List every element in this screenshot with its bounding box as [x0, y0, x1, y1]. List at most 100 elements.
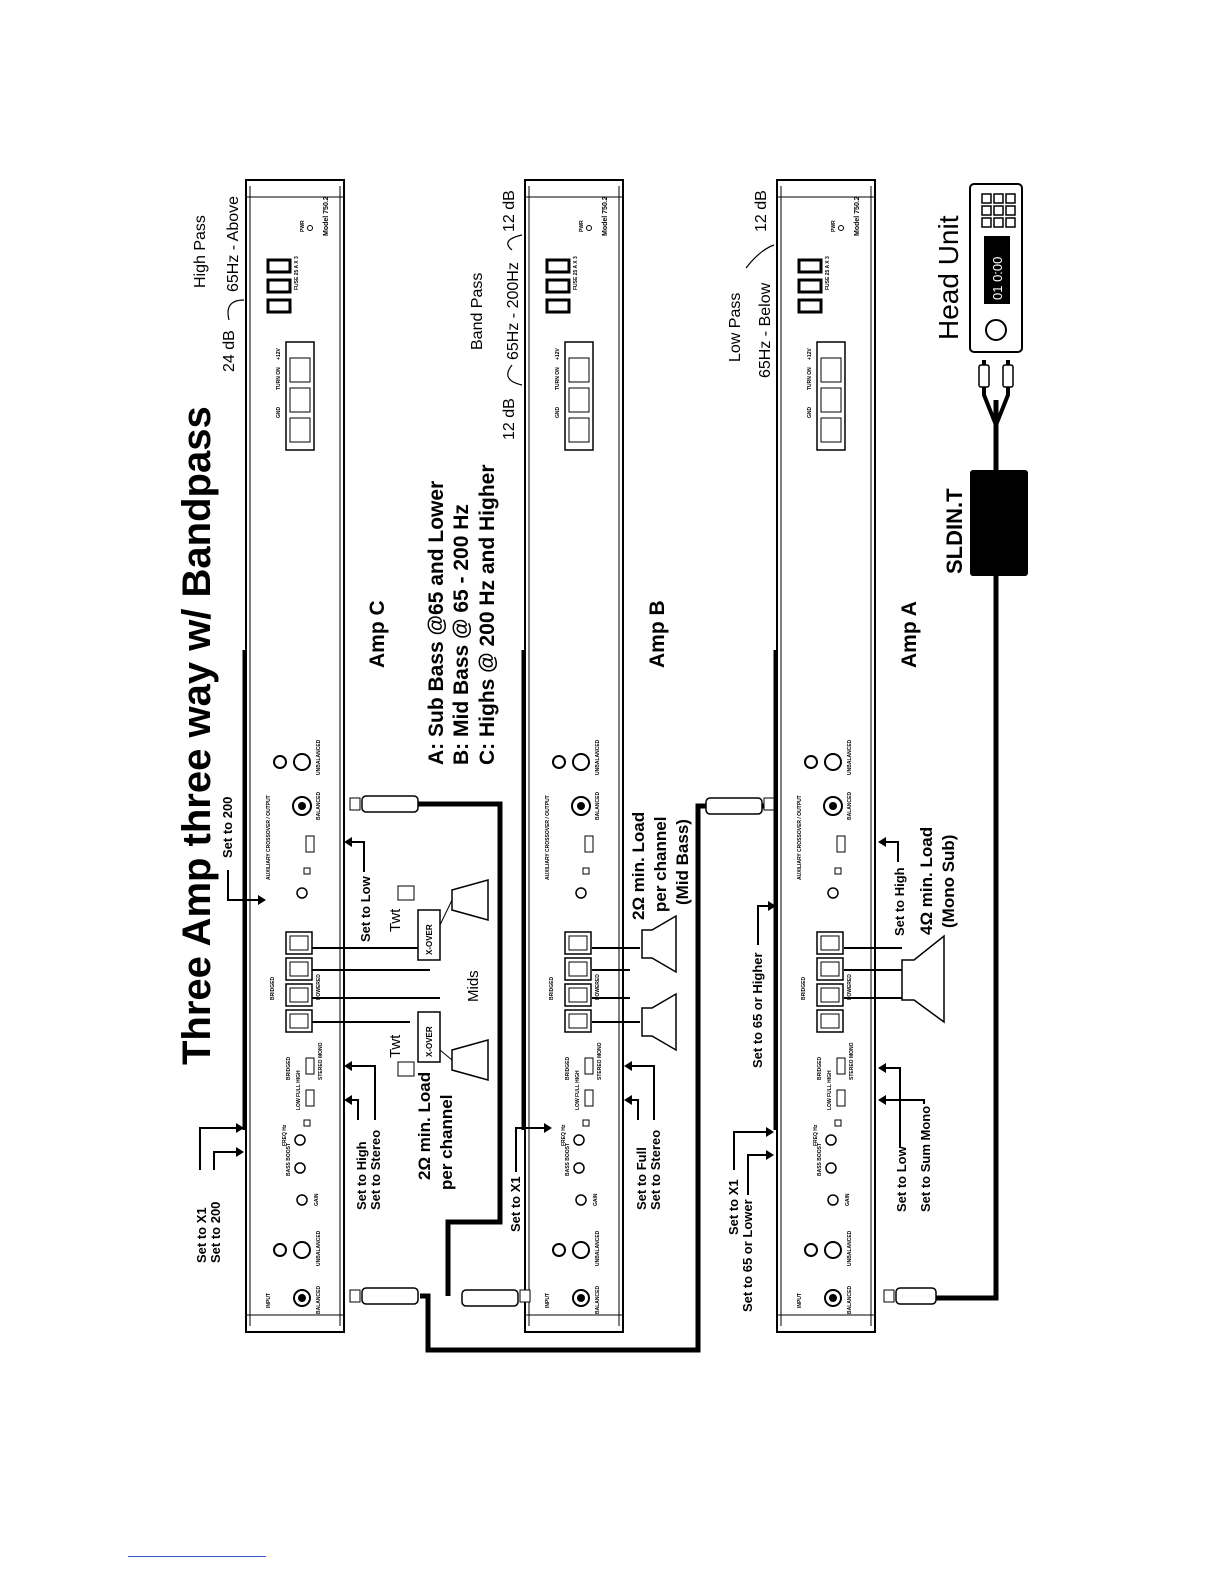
aux-low-full-switch[interactable] [836, 835, 846, 853]
low-full-high-switch[interactable] [305, 1089, 315, 1107]
aux-unbalanced-label: UNBALANCED [847, 739, 853, 775]
freq-label: FREQ Hz [813, 1124, 819, 1146]
fuse[interactable] [797, 298, 823, 314]
fuse[interactable] [266, 278, 292, 294]
input-label: INPUT [797, 1293, 803, 1308]
rca-input-l[interactable] [824, 1241, 842, 1259]
amp-c-setting-aux: Set to 200 [220, 797, 235, 858]
power-led-icon [307, 225, 313, 231]
fuse[interactable] [545, 298, 571, 314]
power-terminal[interactable] [289, 357, 311, 383]
signal-cables [418, 400, 999, 1353]
fuse[interactable] [266, 258, 292, 274]
rca-input-r[interactable] [273, 1243, 287, 1257]
rca-input-l[interactable] [293, 1241, 311, 1259]
freq-label: FREQ Hz [561, 1124, 567, 1146]
amp-b-speakers [592, 914, 677, 1052]
mids-label: Mids [465, 970, 482, 1002]
power-terminal[interactable] [568, 417, 590, 443]
stereo-mono-switch[interactable] [836, 1057, 846, 1075]
power-terminal[interactable] [568, 387, 590, 413]
low-full-high-switch[interactable] [584, 1089, 594, 1107]
fuse[interactable] [797, 278, 823, 294]
amp-c-setting-high: Set to High [354, 1141, 369, 1210]
turn-on-label: TURN ON [555, 367, 561, 390]
stereo-mono-switch[interactable] [305, 1057, 315, 1075]
power-terminal[interactable] [820, 387, 842, 413]
aux-switch[interactable] [834, 867, 842, 875]
unbalanced-label: UNBALANCED [595, 1230, 601, 1266]
amp-b-slope-high: 12 dB [501, 190, 518, 232]
aux-rca-l[interactable] [824, 753, 842, 771]
amp-a-slope-high: 12 dB [753, 190, 770, 232]
amp-c-setting-x1: Set to X1 [194, 1207, 209, 1263]
power-terminal[interactable] [820, 417, 842, 443]
gain-knob[interactable] [827, 1194, 839, 1206]
page-title: Three Amp three way w/ Bandpass [175, 406, 219, 1065]
aux-freq-knob[interactable] [575, 887, 587, 899]
sldin-label: SLDIN.T [942, 488, 967, 574]
switch[interactable] [582, 1119, 590, 1127]
switch[interactable] [303, 1119, 311, 1127]
stereo-mono-switch[interactable] [584, 1057, 594, 1075]
amp-c-arrow-input [199, 1127, 240, 1170]
input-label: INPUT [266, 1293, 272, 1308]
fuse[interactable] [545, 258, 571, 274]
amp-a-setting-65: Set to 65 or Lower [740, 1199, 755, 1312]
low-full-high-switch[interactable] [836, 1089, 846, 1107]
fuse[interactable] [797, 258, 823, 274]
amp-a-setting-aux2: Set to High [892, 867, 907, 936]
aux-rca-r[interactable] [552, 755, 566, 769]
power-terminal[interactable] [289, 387, 311, 413]
rca-input-r[interactable] [804, 1243, 818, 1257]
pwr-label: PWR [579, 220, 585, 232]
balanced-label: BALANCED [847, 1286, 853, 1314]
pwr-label: PWR [300, 220, 306, 232]
aux-rca-l[interactable] [293, 753, 311, 771]
amp-b-setting-stereo: Set to Stereo [648, 1130, 663, 1210]
legend-c: C: Highs @ 200 Hz and Higher [476, 464, 499, 765]
aux-rca-r[interactable] [273, 755, 287, 769]
head-unit: 01 0:00 [969, 183, 1023, 353]
aux-freq-knob[interactable] [827, 887, 839, 899]
amp-a-load-2: (Mono Sub) [939, 835, 958, 928]
freq-knob[interactable] [294, 1134, 306, 1146]
head-unit-buttons-icon [981, 193, 1016, 228]
amp-c-filter-type: High Pass [192, 215, 209, 288]
switch[interactable] [834, 1119, 842, 1127]
fuse[interactable] [266, 298, 292, 314]
power-terminal[interactable] [568, 357, 590, 383]
aux-low-full-switch[interactable] [305, 835, 315, 853]
balanced-label: BALANCED [595, 1286, 601, 1314]
bass-boost-knob[interactable] [573, 1162, 585, 1174]
rca-input-r[interactable] [552, 1243, 566, 1257]
gain-knob[interactable] [296, 1194, 308, 1206]
aux-switch[interactable] [303, 867, 311, 875]
freq-knob[interactable] [573, 1134, 585, 1146]
amp-a-setting-low: Set to Low [894, 1145, 909, 1212]
fuse[interactable] [545, 278, 571, 294]
rca-input-l[interactable] [572, 1241, 590, 1259]
gain-label: GAIN [845, 1193, 851, 1206]
aux-low-full-switch[interactable] [584, 835, 594, 853]
gain-knob[interactable] [575, 1194, 587, 1206]
amp-c-filter-range: 65Hz - Above [225, 196, 242, 292]
plus12-label: +12V [276, 348, 282, 360]
stereo-mono-label: STEREO MONO [597, 1042, 603, 1080]
bass-boost-knob[interactable] [825, 1162, 837, 1174]
amp-a-speaker [844, 934, 945, 1024]
amp-c-speakers: X-OVER X-OVER Twt Twt Mids [312, 879, 489, 1081]
bass-boost-knob[interactable] [294, 1162, 306, 1174]
aux-rca-r[interactable] [804, 755, 818, 769]
freq-knob[interactable] [825, 1134, 837, 1146]
aux-rca-l[interactable] [572, 753, 590, 771]
power-terminal[interactable] [820, 357, 842, 383]
aux-freq-knob[interactable] [296, 887, 308, 899]
aux-switch[interactable] [582, 867, 590, 875]
power-terminal[interactable] [289, 417, 311, 443]
amp-b-load-3: (Mid Bass) [673, 819, 692, 905]
plus12-label: +12V [555, 348, 561, 360]
